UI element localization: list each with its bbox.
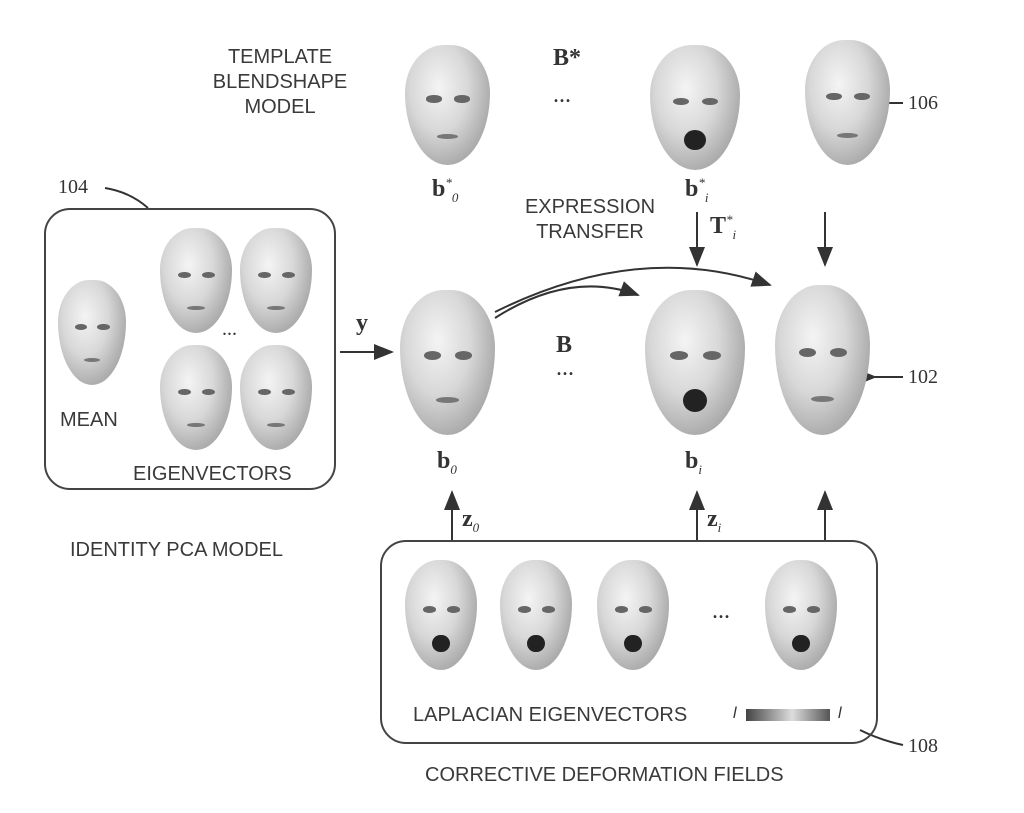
laplacian-eigenvectors-label: LAPLACIAN EIGENVECTORS [413, 704, 688, 726]
z0-label: z0 [462, 506, 480, 535]
laplacian-face [765, 560, 837, 670]
bi-label: bi [685, 448, 702, 477]
laplacian-face [500, 560, 572, 670]
template-face-open-mouth [650, 45, 740, 170]
eigenvectors-label: EIGENVECTORS [133, 463, 292, 485]
color-scale-bar [746, 709, 830, 721]
label-line: EXPRESSION [524, 196, 656, 218]
bi-star-label: b*i [685, 175, 709, 205]
label-line: TRANSFER [536, 221, 644, 243]
blendshape-face-smile [775, 285, 870, 435]
b0-star-label: b*0 [432, 175, 459, 205]
title-line: MODEL [244, 96, 316, 118]
identity-pca-box [44, 208, 336, 490]
zi-label: zi [707, 506, 722, 535]
expression-transfer-label: EXPRESSION TRANSFER [505, 195, 675, 245]
ref-102: 102 [908, 366, 938, 388]
eigenvector-face [160, 228, 232, 333]
ref-108: 108 [908, 735, 938, 757]
ref-106: 106 [908, 92, 938, 114]
eigenvector-face [240, 228, 312, 333]
laplacian-face [597, 560, 669, 670]
blendshape-ellipsis: ... [556, 355, 574, 381]
laplacian-face [405, 560, 477, 670]
mean-face [58, 280, 126, 385]
scale-max-label: l [838, 705, 842, 722]
template-set-label: B* [553, 45, 582, 71]
eigenvector-ellipsis: ... [222, 318, 237, 340]
ref-104: 104 [58, 176, 88, 198]
b0-label: b0 [437, 448, 457, 477]
template-face-neutral [405, 45, 490, 165]
blendshape-set-label: B [556, 332, 573, 358]
template-ellipsis: ... [553, 82, 571, 108]
corrective-fields-box [380, 540, 878, 744]
title-line: TEMPLATE [227, 46, 333, 68]
template-model-title: TEMPLATE BLENDSHAPE MODEL [190, 45, 370, 120]
template-face-smile [805, 40, 890, 165]
corrective-caption: CORRECTIVE DEFORMATION FIELDS [425, 764, 784, 786]
blendshape-face-neutral [400, 290, 495, 435]
eigenvector-face [240, 345, 312, 450]
laplacian-ellipsis: ... [712, 598, 730, 624]
scale-min-label: l [733, 705, 737, 722]
eigenvector-face [160, 345, 232, 450]
mean-label: MEAN [60, 409, 118, 431]
blendshape-face-open-mouth [645, 290, 745, 435]
transfer-T-label: T*i [710, 212, 737, 242]
identity-pca-caption: IDENTITY PCA MODEL [70, 539, 284, 561]
y-label: y [356, 310, 368, 336]
title-line: BLENDSHAPE [212, 71, 348, 93]
